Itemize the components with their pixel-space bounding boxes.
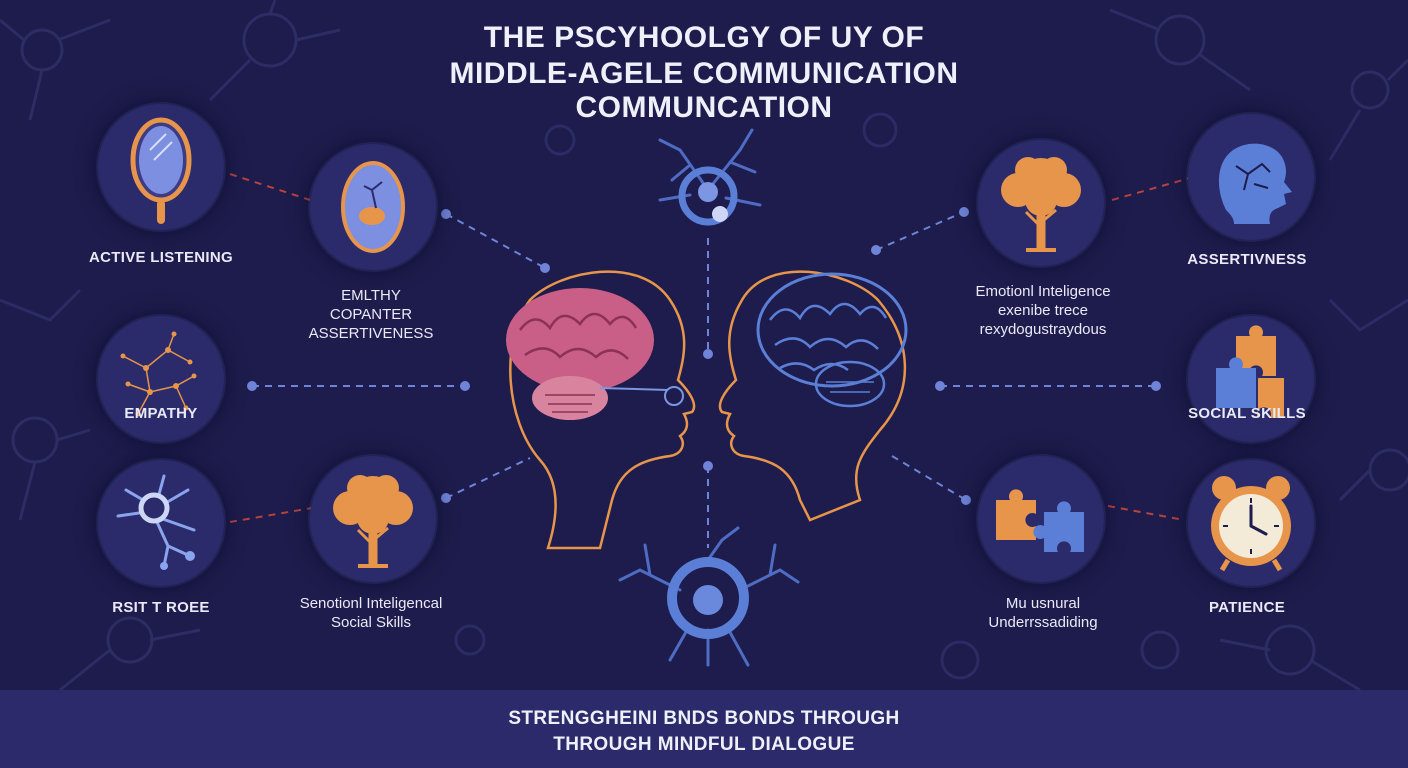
label-line: SOCIAL SKILLS xyxy=(1188,405,1306,422)
connector-mirror-seed-to-brain xyxy=(445,213,546,269)
label-mu-usnural: Mu usnural Underrssadiding xyxy=(938,594,1148,632)
connector-puzzle-right xyxy=(891,455,967,501)
node-mu-usnural xyxy=(978,456,1104,582)
label-line: ASSERTIVENESS xyxy=(308,325,434,342)
node-emlthy-assertiveness xyxy=(310,144,436,270)
label-line: Emotionl Inteligence xyxy=(975,283,1111,300)
node-senotionl-social xyxy=(310,456,436,582)
node-assertivness xyxy=(1188,114,1314,240)
label-line: COPANTER xyxy=(329,306,413,323)
alarm-clock-icon xyxy=(1211,476,1291,572)
label-senotionl-social: Senotionl Inteligencal Social Skills xyxy=(266,594,476,632)
node-empathy xyxy=(98,316,224,442)
label-active-listening: ACTIVE LISTENING xyxy=(66,248,256,267)
label-line: Senotionl Inteligencal xyxy=(299,595,443,612)
head-profile-icon xyxy=(1218,143,1292,224)
label-line: EMPATHY xyxy=(124,405,198,422)
page-title-line-2: MIDDLE-AGELE COMMUNICATION xyxy=(449,57,959,90)
label-line: Underrssadiding xyxy=(988,614,1098,631)
tree-icon xyxy=(1001,157,1081,252)
footer-line-2: THROUGH MINDFUL DIALOGUE xyxy=(553,734,855,755)
label-line: EMLTHY xyxy=(341,287,401,304)
neuron-top-icon xyxy=(658,128,762,226)
neuron-icon xyxy=(116,474,196,570)
node-patience xyxy=(1188,460,1314,586)
label-line: rexydogustraydous xyxy=(979,321,1107,338)
tree-icon xyxy=(333,475,413,568)
puzzle-icon xyxy=(1216,325,1284,418)
label-line: Social Skills xyxy=(330,614,412,631)
label-patience: PATIENCE xyxy=(1152,598,1342,617)
node-social-skills xyxy=(1188,316,1314,442)
neural-network-icon xyxy=(120,331,197,417)
connector-tree-left xyxy=(445,457,531,499)
puzzle-icon xyxy=(996,489,1084,552)
label-line: Mu usnural xyxy=(1005,595,1081,612)
label-assertivness: ASSERTIVNESS xyxy=(1152,250,1342,269)
label-line: RSIT T ROEE xyxy=(112,599,210,616)
footer-line-1: STRENGGHEINI BNDS BONDS THROUGH xyxy=(508,708,900,729)
page-title-line-1: THE PSCYHOOLGY OF UY OF xyxy=(483,21,925,54)
node-active-listening xyxy=(98,104,224,230)
label-social-skills: SOCIAL SKILLS xyxy=(1152,404,1342,423)
node-rsit-troee xyxy=(98,460,224,586)
label-line: exenibe trece xyxy=(997,302,1089,319)
page-title-line-3: COMMUNCATION xyxy=(575,91,833,124)
label-empathy: EMPATHY xyxy=(66,404,256,423)
label-emlthy-assertiveness: EMLTHY COPANTER ASSERTIVENESS xyxy=(266,286,476,343)
connector-tree-right xyxy=(875,211,965,251)
connector-head-right xyxy=(1111,177,1191,201)
label-rsit-troee: RSIT T ROEE xyxy=(66,598,256,617)
connector-neuron xyxy=(229,507,313,523)
mirror-seed-icon xyxy=(341,161,405,253)
right-head-profile xyxy=(718,270,908,522)
label-emotionl-inteligence: Emotionl Inteligence exenibe trece rexyd… xyxy=(938,282,1148,339)
label-line: ACTIVE LISTENING xyxy=(89,249,233,266)
left-head-profile xyxy=(506,270,696,550)
footer-banner: STRENGGHEINI BNDS BONDS THROUGH THROUGH … xyxy=(0,690,1408,768)
mirror-icon xyxy=(130,117,192,224)
label-line: ASSERTIVNESS xyxy=(1187,251,1307,268)
label-line: PATIENCE xyxy=(1208,599,1285,616)
connector-mirror xyxy=(229,173,311,201)
node-emotionl-inteligence xyxy=(978,140,1104,266)
neuron-bottom-icon xyxy=(618,526,800,667)
